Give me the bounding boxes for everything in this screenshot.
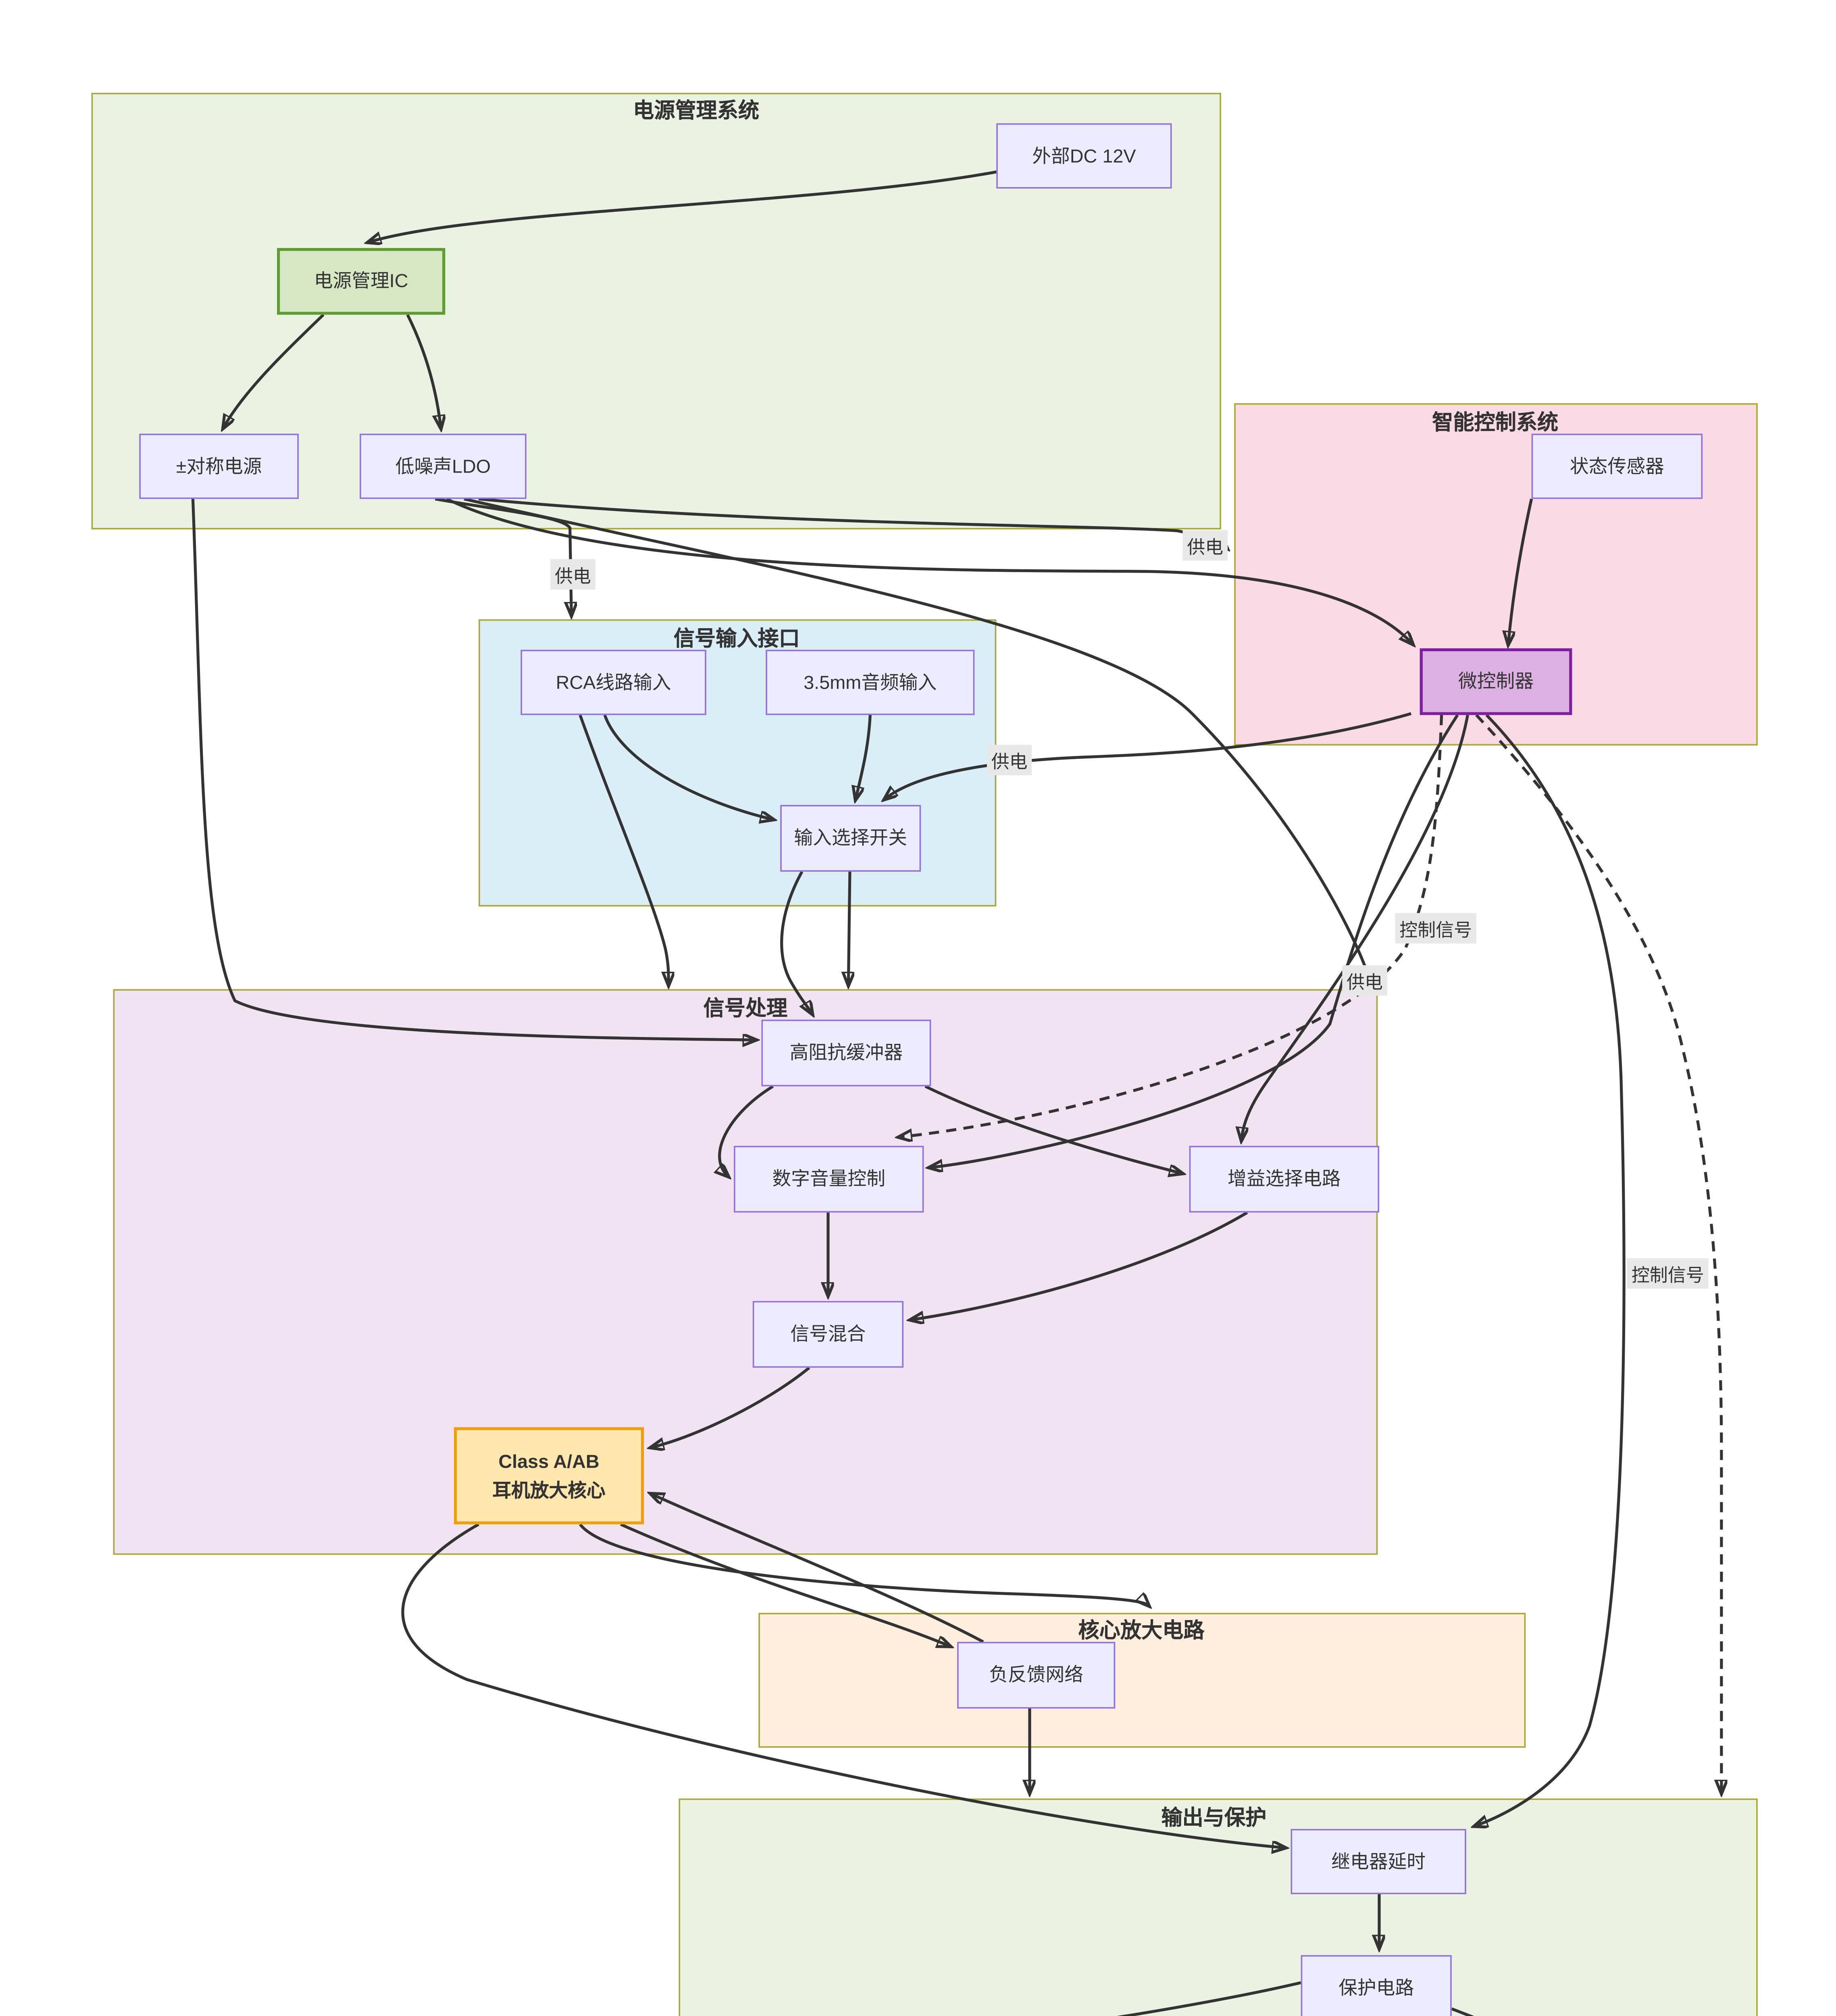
node-external-dc-label: 外部DC 12V bbox=[1032, 144, 1136, 167]
node-ldo: 低噪声LDO bbox=[360, 433, 527, 499]
node-external-dc: 外部DC 12V bbox=[996, 123, 1172, 189]
node-buffer: 高阻抗缓冲器 bbox=[761, 1019, 931, 1087]
node-relay-delay-label: 继电器延时 bbox=[1331, 1850, 1426, 1872]
node-amp-core-label1: Class A/AB bbox=[498, 1450, 600, 1472]
edge-label-supply-processing: 供电 bbox=[1342, 965, 1387, 996]
node-feedback-label: 负反馈网络 bbox=[989, 1664, 1084, 1686]
node-amp-core: Class A/AB 耳机放大核心 bbox=[454, 1427, 644, 1524]
node-mixer: 信号混合 bbox=[752, 1301, 904, 1368]
edge-aux-switch bbox=[856, 715, 872, 799]
node-gain-select-label: 增益选择电路 bbox=[1227, 1168, 1341, 1190]
edge-mcu-volume bbox=[930, 714, 1459, 1167]
edge-mcu-relay bbox=[1475, 714, 1626, 1826]
node-mcu: 微控制器 bbox=[1420, 648, 1572, 715]
subgraph-output bbox=[679, 1798, 1758, 2016]
node-symmetric-supply: ±对称电源 bbox=[139, 433, 299, 499]
node-pmic: 电源管理IC bbox=[277, 248, 445, 315]
edge-gain-mixer bbox=[911, 1211, 1248, 1320]
edge-protection-jack44 bbox=[1451, 2007, 1474, 2016]
subgraph-title-control: 智能控制系统 bbox=[1432, 412, 1559, 435]
edge-pmic-ldo bbox=[406, 314, 441, 428]
node-volume-control-label: 数字音量控制 bbox=[772, 1168, 886, 1190]
node-ldo-label: 低噪声LDO bbox=[395, 455, 491, 477]
edge-mcu-volume-ctrl bbox=[899, 715, 1443, 1137]
subgraph-title-input: 信号输入接口 bbox=[673, 628, 800, 652]
edge-rca-procsg bbox=[579, 714, 668, 985]
subgraph-title-core: 核心放大电路 bbox=[1078, 1620, 1205, 1643]
edge-label-supply-control: 供电 bbox=[1182, 530, 1228, 561]
edge-ldo-mcu bbox=[446, 498, 1413, 644]
edge-ampcore-coresg bbox=[579, 1523, 1149, 1606]
node-amp-core-label2: 耳机放大核心 bbox=[492, 1479, 606, 1501]
edge-ldo-procsg bbox=[464, 497, 1370, 982]
edge-ldo-inputsg bbox=[435, 497, 571, 615]
edge-switch-procsg bbox=[848, 871, 850, 985]
node-protection: 保护电路 bbox=[1301, 1955, 1452, 2016]
node-relay-delay: 继电器延时 bbox=[1291, 1829, 1466, 1894]
edge-mcu-outputsg-ctrl bbox=[1475, 714, 1722, 1793]
edge-rca-switch bbox=[603, 714, 773, 819]
node-input-switch-label: 输入选择开关 bbox=[794, 827, 908, 849]
node-protection-label: 保护电路 bbox=[1338, 1976, 1414, 1999]
node-mixer-label: 信号混合 bbox=[790, 1323, 866, 1345]
edge-mcu-switch bbox=[885, 712, 1412, 799]
edge-mixer-ampcore bbox=[651, 1366, 810, 1447]
node-feedback: 负反馈网络 bbox=[957, 1642, 1116, 1709]
node-rca-input: RCA线路输入 bbox=[520, 650, 706, 715]
node-symmetric-supply-label: ±对称电源 bbox=[176, 455, 262, 477]
node-volume-control: 数字音量控制 bbox=[734, 1145, 924, 1213]
edge-extdc-pmic bbox=[368, 169, 1001, 242]
edge-pmic-sym bbox=[223, 314, 325, 428]
edge-buffer-volume-left bbox=[720, 1085, 774, 1176]
edge-label-ctrl-processing: 控制信号 bbox=[1395, 913, 1476, 943]
node-aux-input-label: 3.5mm音频输入 bbox=[804, 671, 937, 693]
edge-ampcore-feedback bbox=[620, 1523, 950, 1646]
node-mcu-label: 微控制器 bbox=[1458, 670, 1534, 692]
node-aux-input: 3.5mm音频输入 bbox=[766, 650, 975, 715]
subgraph-core bbox=[758, 1613, 1526, 1748]
node-pmic-label: 电源管理IC bbox=[314, 270, 408, 292]
node-buffer-label: 高阻抗缓冲器 bbox=[789, 1041, 903, 1064]
edge-switch-buffer bbox=[780, 871, 812, 1014]
subgraph-processing bbox=[113, 989, 1378, 1555]
node-status-sensor: 状态传感器 bbox=[1531, 433, 1703, 499]
edge-ampcore-relay bbox=[401, 1523, 1285, 1848]
node-rca-input-label: RCA线路输入 bbox=[556, 671, 671, 693]
edge-label-ctrl-output: 控制信号 bbox=[1627, 1258, 1709, 1289]
edge-sensor-mcu bbox=[1508, 498, 1533, 644]
subgraph-title-power: 电源管理系统 bbox=[633, 100, 760, 123]
edge-feedback-ampcore bbox=[651, 1494, 984, 1643]
edge-buffer-gain bbox=[924, 1085, 1182, 1173]
node-gain-select: 增益选择电路 bbox=[1189, 1145, 1379, 1213]
edge-sym-buffer bbox=[191, 499, 756, 1040]
subgraph-title-output: 输出与保护 bbox=[1161, 1807, 1267, 1831]
edge-mcu-gain bbox=[1241, 714, 1469, 1140]
node-input-switch: 输入选择开关 bbox=[780, 805, 921, 872]
edge-label-supply-input: 供电 bbox=[550, 559, 595, 590]
edge-protection-jack635 bbox=[1116, 1981, 1301, 2016]
edge-label-supply-switch: 供电 bbox=[987, 745, 1032, 775]
subgraph-title-processing: 信号处理 bbox=[703, 998, 788, 1021]
node-status-sensor-label: 状态传感器 bbox=[1570, 455, 1664, 477]
